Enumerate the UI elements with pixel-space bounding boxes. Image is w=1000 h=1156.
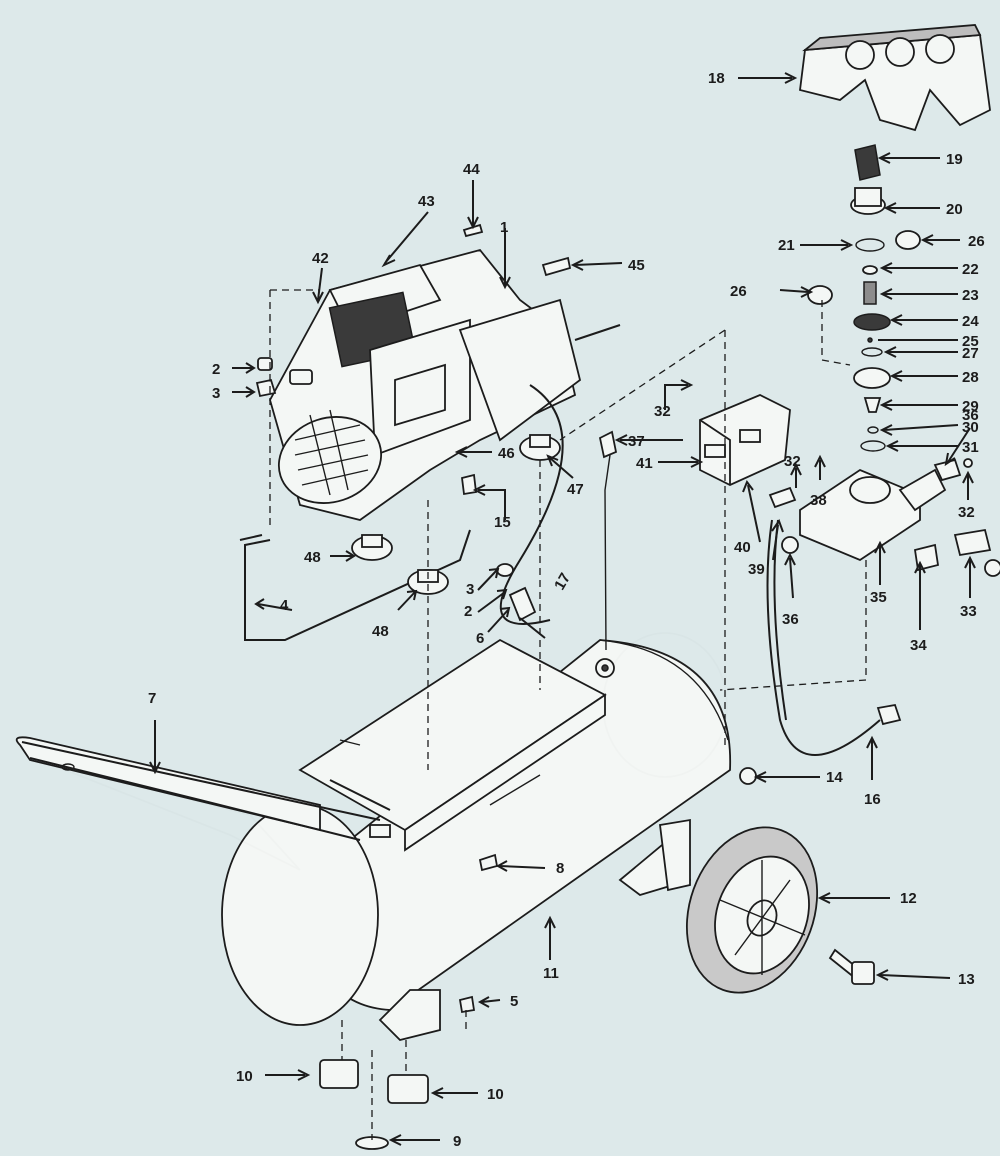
dashed-leaders [269,289,867,1140]
label-p31: 31 [962,439,979,456]
label-p45: 45 [628,257,645,274]
motor-mount-plate [298,638,607,852]
label-p26a: 26 [968,233,985,250]
label-p22: 22 [962,261,979,278]
label-p2b: 2 [464,603,472,620]
label-p43: 43 [418,193,435,210]
label-p4: 4 [280,597,289,614]
handle [15,736,391,841]
label-p6: 6 [476,630,484,647]
label-p17: 17 [551,570,574,593]
label-p42: 42 [312,250,329,267]
label-p13: 13 [958,971,975,988]
label-p26b: 26 [730,283,747,300]
label-p1: 1 [500,219,508,236]
callout-arrows [149,72,976,1146]
label-p39: 39 [748,561,765,578]
motor-cord-line [499,384,564,625]
cover-shroud [799,24,991,132]
air-tank [221,639,731,1026]
part-labels: 1 2 2 3 3 4 5 6 7 8 9 10 10 11 12 13 14 … [148,70,985,1150]
label-p27: 27 [962,345,979,362]
label-p8: 8 [556,860,564,877]
label-p15: 15 [494,514,511,531]
label-p38: 38 [810,492,827,509]
label-p32a: 32 [654,403,671,420]
label-p16: 16 [864,791,881,808]
pressure-switch [699,394,791,486]
label-p23: 23 [962,287,979,304]
label-p10b: 10 [487,1086,504,1103]
label-p24: 24 [962,313,979,330]
label-p21: 21 [778,237,795,254]
label-p2a: 2 [212,361,220,378]
label-p12: 12 [900,890,917,907]
label-p37: 37 [628,433,645,450]
label-p40: 40 [734,539,751,556]
tank-feet [378,818,692,1041]
label-p3b: 3 [466,581,474,598]
label-p41: 41 [636,455,653,472]
label-p32b: 32 [784,453,801,470]
label-p36a: 36 [962,407,979,424]
label-p9: 9 [453,1133,461,1150]
wheel-bolt [828,948,875,985]
wheel [685,826,819,994]
label-p35: 35 [870,589,887,606]
label-p25: 25 [962,333,979,350]
label-p29: 29 [962,398,979,415]
label-p36b: 36 [782,611,799,628]
label-p28: 28 [962,369,979,386]
label-p33: 33 [960,603,977,620]
regulator-stack [807,144,921,452]
label-p7: 7 [148,690,156,707]
small-fittings [255,223,757,1014]
label-p19: 19 [946,151,963,168]
label-p11: 11 [543,965,559,982]
rubber-feet [319,1059,429,1150]
label-p18: 18 [708,70,725,87]
label-p10a: 10 [236,1068,253,1085]
label-p3a: 3 [212,385,220,402]
label-p34: 34 [910,637,927,654]
label-p47: 47 [567,481,584,498]
label-p14: 14 [826,769,843,786]
label-p30: 30 [962,419,979,436]
check-valve [496,563,546,639]
label-p46: 46 [498,445,515,462]
label-p5: 5 [510,993,518,1010]
outlet-tube [239,529,471,641]
label-p48b: 48 [372,623,389,640]
manifold-block [768,458,1000,577]
motor-pump-assembly [269,248,621,521]
label-p48a: 48 [304,549,321,566]
label-p32c: 32 [958,504,975,521]
label-p20: 20 [946,201,963,218]
label-p44: 44 [463,161,480,178]
